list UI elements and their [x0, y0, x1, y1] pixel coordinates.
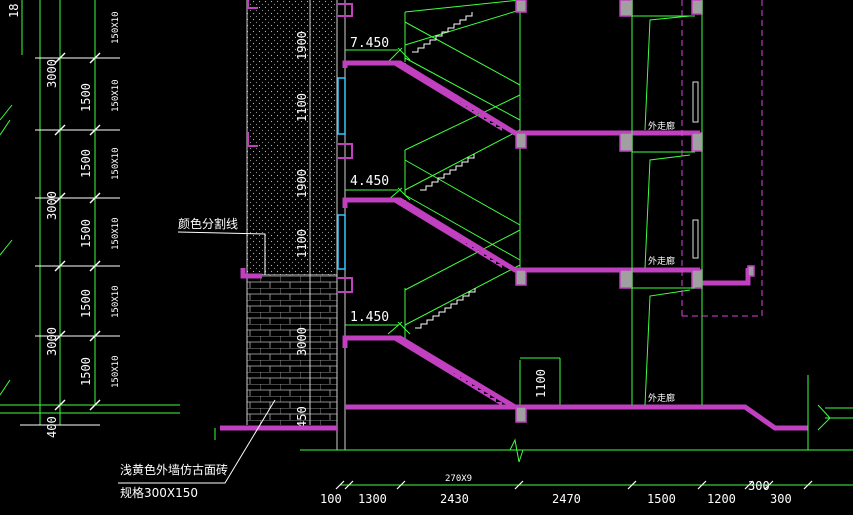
bottom-dim-2: 1300	[358, 492, 387, 506]
brick-spec-2: 150X10	[111, 79, 121, 112]
facing-brick-note-line2: 规格300X150	[120, 485, 198, 500]
facing-brick-leader	[118, 399, 276, 484]
stair-steps	[412, 12, 476, 329]
left-total-dim-3: 3000	[45, 327, 59, 356]
beams-columns	[515, 0, 755, 423]
corridor-label-middle: 外走廊	[648, 255, 675, 267]
wall-dim-5: 3000	[295, 327, 309, 356]
wall-brick-zone	[247, 275, 337, 425]
corridor-label-upper: 外走廊	[648, 120, 675, 132]
stair-railings	[345, 0, 561, 405]
brick-spec-3: 150X10	[111, 147, 121, 180]
corridor-lines	[631, 0, 703, 406]
wall-dim-3: 1900	[295, 169, 309, 198]
level-label-middle: 4.450	[350, 174, 389, 189]
bottom-dim-5: 1500	[647, 492, 676, 506]
bottom-dim-1: 100	[320, 492, 342, 506]
hidden-lines	[681, 0, 763, 317]
left-partial-dim-1: 1500	[79, 83, 93, 112]
wall-dim-6: 450	[295, 406, 309, 428]
left-dimension-lines	[0, 0, 180, 426]
bottom-dim-4: 2470	[552, 492, 581, 506]
wall-dim-2: 1100	[295, 93, 309, 122]
facing-brick-note-line1: 浅黄色外墙仿古面砖	[120, 462, 228, 477]
brick-spec-6: 150X10	[111, 355, 121, 388]
bottom-dim-7: 300	[770, 492, 792, 506]
left-bottom-dim: 400	[45, 416, 59, 438]
corridor-label-lower: 外走廊	[648, 392, 675, 404]
bottom-stairs-dim: 270X9	[445, 474, 472, 484]
color-divider-leader	[177, 231, 266, 275]
wall-stucco-zone	[247, 0, 337, 275]
left-top-cut-label: 18	[7, 4, 21, 18]
left-partial-dim-4: 1500	[79, 289, 93, 318]
brick-spec-1: 150X10	[111, 11, 121, 44]
stair-rail-height-dim: 1100	[534, 369, 548, 398]
color-divider-note: 颜色分割线	[178, 216, 238, 231]
window-upper	[337, 77, 346, 135]
bottom-dimension-ticks	[335, 480, 813, 490]
brick-spec-4: 150X10	[111, 217, 121, 250]
stair-flight-teeth	[387, 61, 502, 406]
bottom-dim-6: 1200	[707, 492, 736, 506]
level-label-lower: 1.450	[350, 310, 389, 325]
left-partial-dim-5: 1500	[79, 357, 93, 386]
level-label-upper: 7.450	[350, 36, 389, 51]
wall-plum-marks	[247, 0, 353, 293]
corridor-doors	[692, 81, 699, 259]
wall-dim-1: 1900	[295, 31, 309, 60]
bottom-dimension-lines	[214, 375, 853, 486]
window-lower	[337, 214, 346, 270]
left-dimension-ticks	[54, 52, 101, 411]
bottom-above-dim: 300	[748, 479, 770, 493]
left-partial-dim-3: 1500	[79, 219, 93, 248]
left-total-dim-1: 3000	[45, 59, 59, 88]
left-total-dim-2: 3000	[45, 191, 59, 220]
wall-dim-4: 1100	[295, 229, 309, 258]
left-partial-dim-2: 1500	[79, 149, 93, 178]
bottom-dim-3: 2430	[440, 492, 469, 506]
brick-spec-5: 150X10	[111, 285, 121, 318]
